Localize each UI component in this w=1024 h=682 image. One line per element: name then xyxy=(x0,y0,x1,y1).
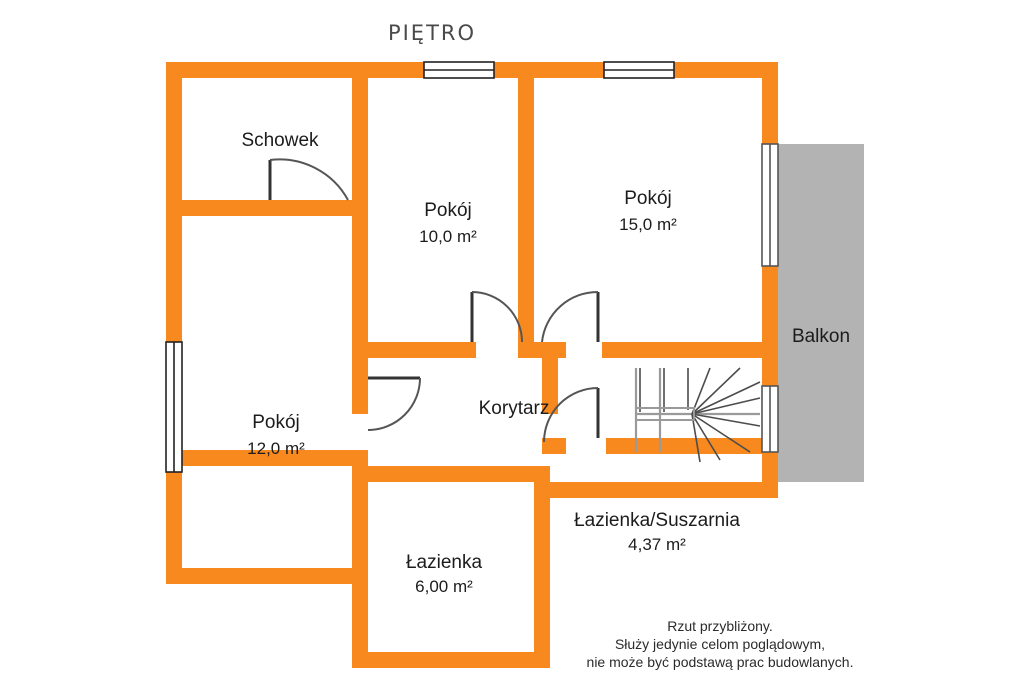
window-group xyxy=(165,61,779,473)
door-schowek xyxy=(268,158,349,201)
wall-corridor-left-upper xyxy=(352,358,368,414)
room-label-lazienka-suszarnia: Łazienka/Suszarnia xyxy=(574,510,740,531)
door-pokoj-15 xyxy=(541,290,600,343)
wall-utility-upper-left xyxy=(542,358,558,414)
disclaimer-line-3: nie może być podstawą prac budowlanych. xyxy=(587,654,854,670)
door-group xyxy=(268,158,600,443)
balcony-door-lower xyxy=(761,385,779,453)
room-label-korytarz: Korytarz xyxy=(479,398,550,419)
balcony-door-upper xyxy=(761,143,779,267)
room-label-schowek: Schowek xyxy=(241,130,319,151)
wall-bathroom-bottom xyxy=(352,652,550,668)
wall-pokoj10-left xyxy=(352,216,368,358)
balcony-slab xyxy=(776,144,864,482)
balcony-area xyxy=(776,144,864,482)
disclaimer-block: Rzut przybliżony. Służy jedynie celom po… xyxy=(587,618,854,670)
room-label-pokoj-10: Pokój xyxy=(424,200,472,221)
door-lazienka-suszarnia xyxy=(543,387,600,443)
disclaimer-line-1: Rzut przybliżony. xyxy=(667,618,773,634)
stair-center-rail xyxy=(635,407,695,421)
disclaimer-line-2: Służy jedynie celom poglądowym, xyxy=(615,636,825,652)
stair-treads-straight xyxy=(639,368,689,412)
window-top-left xyxy=(423,61,495,79)
room-area-pokoj-12: 12,0 m² xyxy=(247,439,305,458)
room-label-pokoj-15: Pokój xyxy=(624,188,672,209)
room-area-lazienka-suszarnia: 4,37 m² xyxy=(628,535,686,554)
wall-utility-bottom xyxy=(534,482,778,498)
window-top-right xyxy=(603,61,675,79)
wall-utility-top xyxy=(606,438,778,454)
room-labels: Schowek Pokój 10,0 m² Pokój 15,0 m² Pokó… xyxy=(241,130,850,596)
wall-exterior-left xyxy=(166,62,182,584)
room-label-balkon: Balkon xyxy=(792,326,850,347)
page-title: PIĘTRO xyxy=(388,21,476,45)
room-area-pokoj-15: 15,0 m² xyxy=(619,215,677,234)
staircase xyxy=(634,367,761,463)
room-label-pokoj-12: Pokój xyxy=(252,412,300,433)
wall-corridor-top-right xyxy=(602,342,778,358)
wall-pokoj12-bottom xyxy=(166,450,368,466)
wall-utility-top-stub xyxy=(542,438,566,454)
room-area-pokoj-10: 10,0 m² xyxy=(419,227,477,246)
room-label-lazienka: Łazienka xyxy=(406,552,482,573)
wall-schowek-right xyxy=(352,62,368,216)
window-left-wall xyxy=(165,341,183,473)
wall-schowek-bottom xyxy=(166,200,366,216)
stair-winder-treads xyxy=(691,367,761,463)
wall-bathroom-top xyxy=(352,466,550,482)
room-area-lazienka: 6,00 m² xyxy=(415,577,473,596)
wall-bathroom-right xyxy=(534,466,550,668)
wall-exterior-bottom-left xyxy=(166,568,366,584)
wall-corridor-top-left xyxy=(352,342,476,358)
door-pokoj-12 xyxy=(367,376,421,431)
wall-corridor-top-mid xyxy=(518,342,566,358)
wall-utility-right xyxy=(762,438,778,498)
door-pokoj-10 xyxy=(470,291,523,343)
wall-bathroom-left xyxy=(352,466,368,668)
wall-between-rooms xyxy=(518,62,534,358)
